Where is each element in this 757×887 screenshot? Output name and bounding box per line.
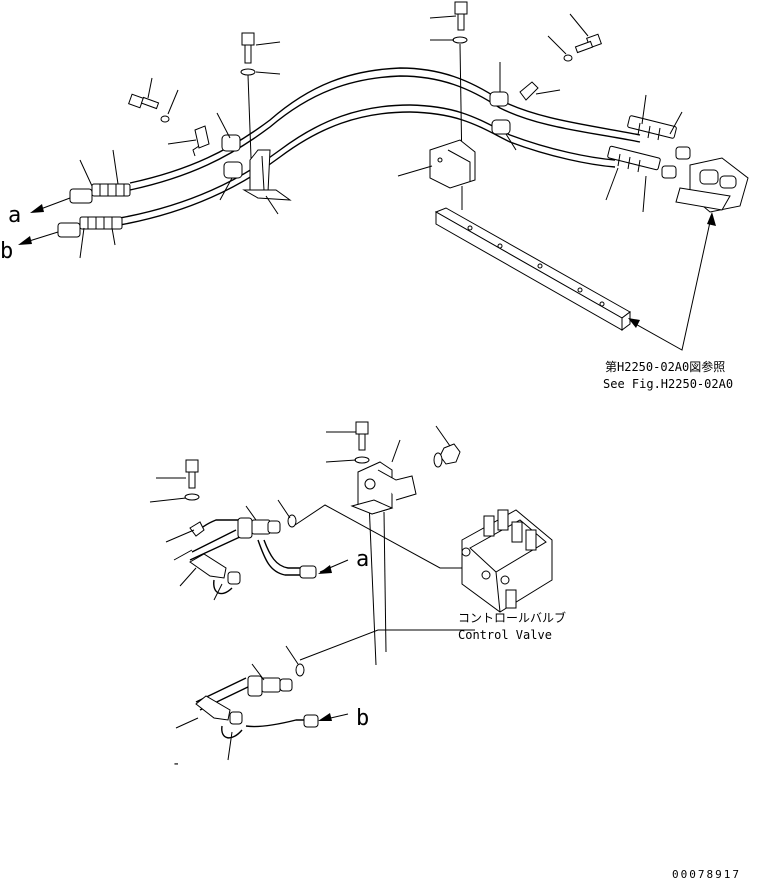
cushion-upper-2 xyxy=(223,161,243,179)
upper-callout-leaders xyxy=(79,13,683,259)
upper-hose-b-inner xyxy=(119,111,616,226)
bolt-left-upper xyxy=(128,93,160,110)
cushion-upper-1 xyxy=(221,134,241,152)
reference-note-en: See Fig.H2250-02A0 xyxy=(603,377,733,391)
lower-port-a-label: a xyxy=(356,547,369,572)
reference-leaders xyxy=(628,212,716,351)
bracket-center-upper xyxy=(429,139,476,189)
arrow-to-lower-port-a xyxy=(318,559,349,574)
bracket-left-upper xyxy=(242,149,292,201)
cushion-upper-4 xyxy=(491,119,511,135)
upper-view: a b xyxy=(0,1,749,391)
tube-assembly-a xyxy=(189,514,317,595)
clip-center xyxy=(519,81,539,101)
arrow-to-port-a xyxy=(30,197,71,213)
stray-mark: - xyxy=(172,756,180,772)
nut-lower xyxy=(439,443,461,465)
valve-label-ja: コントロールバルブ xyxy=(458,610,566,625)
lower-port-b-label: b xyxy=(356,706,369,731)
port-a-label: a xyxy=(8,203,21,228)
lower-view: a b - xyxy=(149,421,566,772)
reference-note-ja: 第H2250-02A0図参照 xyxy=(605,359,725,374)
fitting-right-b xyxy=(607,145,677,179)
bolt-right-top xyxy=(563,33,602,62)
clip-left xyxy=(192,125,210,157)
bolt-lower-left xyxy=(184,459,200,501)
washer-left-upper xyxy=(160,115,170,123)
right-valve-block xyxy=(675,157,749,213)
arrow-to-lower-port-b xyxy=(318,713,349,721)
bracket-lower xyxy=(350,461,417,515)
lower-callout-leaders xyxy=(149,425,451,761)
washer-lower xyxy=(433,452,443,468)
port-b-label: b xyxy=(0,239,13,264)
fitting-right-a xyxy=(627,115,691,160)
tube-assembly-b xyxy=(195,663,319,739)
mounting-plate xyxy=(434,186,631,331)
upper-hose-b xyxy=(119,104,616,219)
cushion-upper-3 xyxy=(489,91,509,107)
fitting-left-a xyxy=(69,183,131,204)
upper-hose-a-inner xyxy=(129,75,641,191)
control-valve xyxy=(461,509,553,613)
bolt-lower-center xyxy=(354,421,370,464)
valve-label-en: Control Valve xyxy=(458,628,552,642)
arrow-to-port-b xyxy=(18,231,59,245)
drawing-number: 00078917 xyxy=(672,868,741,881)
fitting-left-b xyxy=(57,216,123,238)
